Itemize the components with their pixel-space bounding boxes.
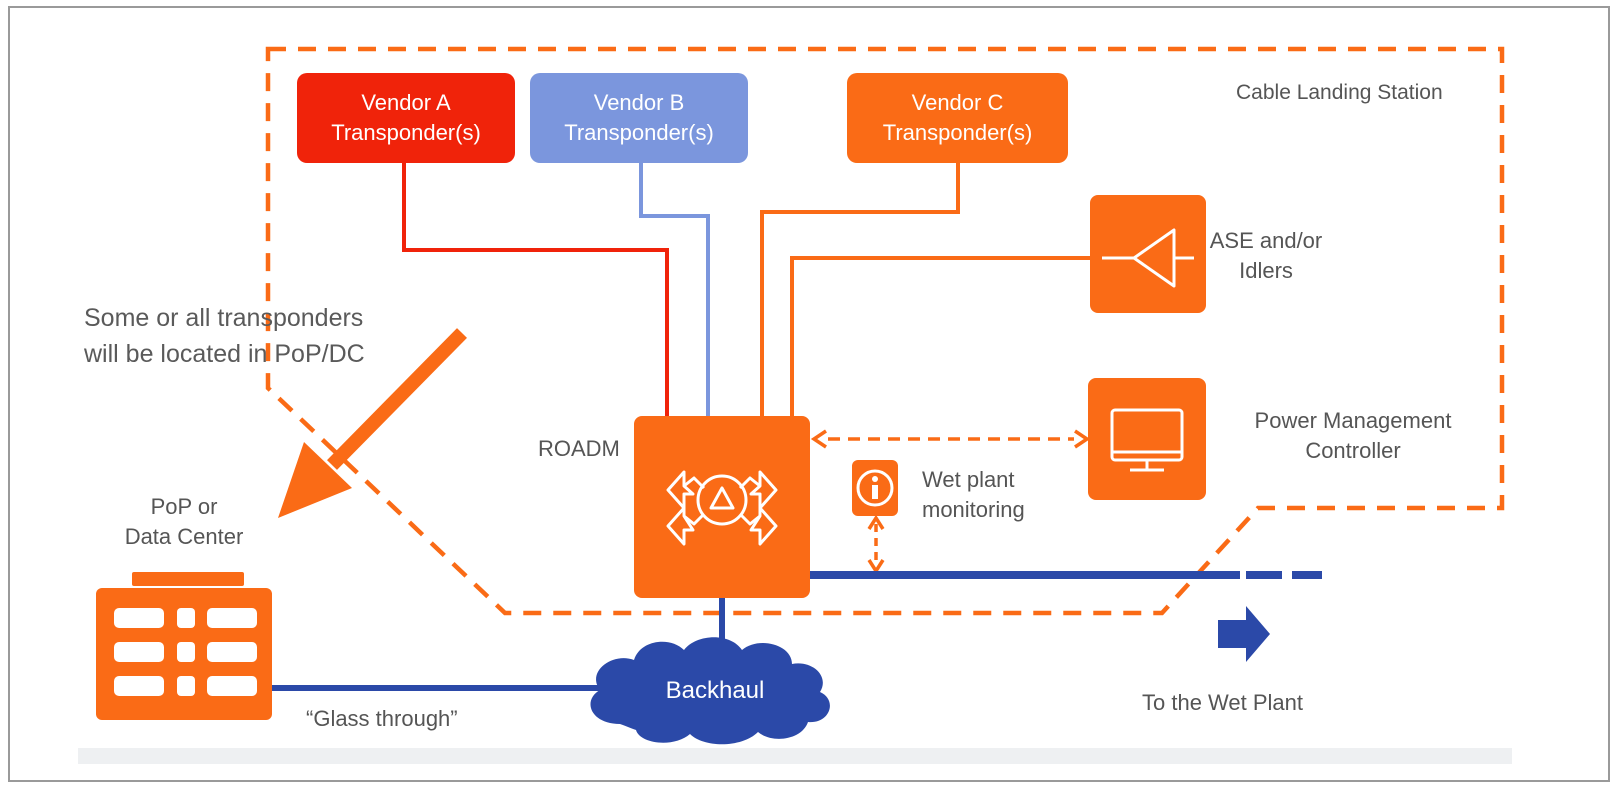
pmc-box [1088, 378, 1206, 500]
glass-through-label: “Glass through” [306, 706, 458, 731]
to-wet-plant-label: To the Wet Plant [1142, 690, 1304, 715]
ase-label-line1: ASE and/or [1209, 228, 1323, 253]
vendor-b-link [639, 162, 710, 416]
vendor-a-link [402, 162, 669, 416]
pmc-link-arrow-right [1074, 429, 1091, 449]
transponders-note-line1: Some or all transponders [84, 304, 364, 332]
pop-label-line2: Data Center [124, 524, 244, 549]
backhaul-label: Backhaul [665, 677, 765, 704]
diagram-frame [8, 6, 1610, 782]
cloud-icon [590, 637, 830, 745]
pmc-link-arrow-left [810, 429, 827, 449]
cable-landing-station-label: Cable Landing Station [1236, 81, 1443, 104]
roadm-arrows-icon [666, 470, 778, 546]
ase-box [1090, 195, 1206, 313]
arrow-right-icon [1218, 606, 1270, 662]
wet-monitor-label: Wet plant monitoring [922, 465, 1025, 525]
vendor-a-transponder-box: Vendor A Transponder(s) [297, 73, 515, 163]
roadm-label: ROADM [538, 436, 620, 461]
vendor-c-name: Vendor C [911, 90, 1004, 115]
diagonal-arrow-head [278, 442, 352, 518]
pmc-label: Power Management Controller [1222, 406, 1484, 466]
pop-label-line1: PoP or [150, 494, 218, 519]
bottom-band [78, 748, 1512, 764]
transponders-note-line2: will be located in PoP/DC [84, 340, 365, 368]
wet-monitor-arrow-down [867, 559, 885, 575]
vendor-a-name: Vendor A [361, 90, 451, 115]
vendor-b-transponder-box: Vendor B Transponder(s) [530, 73, 748, 163]
wet-monitor-line2: monitoring [922, 497, 1025, 522]
monitor-icon [1110, 408, 1184, 472]
wet-monitor-line1: Wet plant [922, 467, 1015, 492]
info-icon [856, 469, 894, 507]
amplifier-icon [1102, 228, 1194, 288]
vendor-c-link [760, 162, 960, 416]
ase-link [790, 256, 1090, 416]
vendor-c-transponder-label: Transponder(s) [882, 120, 1033, 145]
vendor-c-transponder-box: Vendor C Transponder(s) [847, 73, 1068, 163]
pop-label: PoP or Data Center [104, 492, 264, 552]
pmc-label-line2: Controller [1305, 438, 1401, 463]
cable-landing-station-boundary [265, 46, 1505, 616]
ase-label-line2: Idlers [1239, 258, 1293, 283]
building-icon [96, 572, 272, 720]
vendor-b-name: Vendor B [593, 90, 685, 115]
vendor-b-transponder-label: Transponder(s) [564, 120, 714, 145]
diagonal-arrow-icon [327, 328, 467, 470]
transponders-note: Some or all transponders will be located… [84, 300, 365, 372]
wet-monitor-arrow-up [867, 514, 885, 530]
vendor-a-transponder-label: Transponder(s) [331, 120, 481, 145]
pmc-label-line1: Power Management [1254, 408, 1452, 433]
ase-idlers-label: ASE and/or Idlers [1206, 226, 1326, 286]
